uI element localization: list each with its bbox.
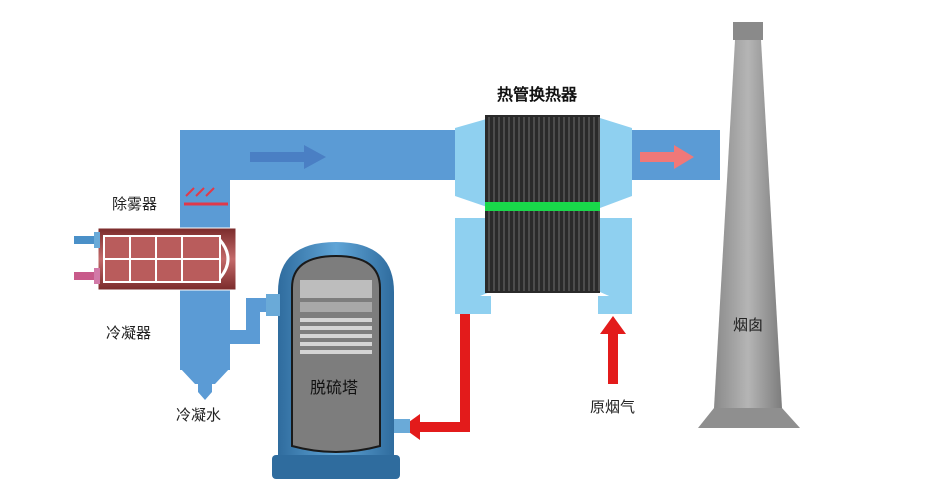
desulfurization-tower-label: 脱硫塔	[310, 378, 358, 397]
tower-tray	[300, 350, 372, 354]
tower-tray	[300, 318, 372, 322]
chimney-label: 烟囱	[733, 316, 763, 334]
tower-tray	[300, 326, 372, 330]
condenser	[74, 227, 237, 291]
tower-trays	[300, 318, 372, 354]
raw-flue-gas-label: 原烟气	[590, 398, 635, 416]
demister-mark	[184, 187, 228, 206]
desulfurization-tower	[266, 242, 410, 479]
hot-return-arrow	[402, 314, 470, 440]
flow-arrow-blue	[250, 145, 326, 169]
raw-flue-gas-arrow	[600, 316, 626, 384]
flue-duct	[180, 130, 720, 400]
heat-pipe-exchanger	[455, 115, 632, 314]
chimney	[698, 22, 800, 428]
flow-arrow-outlet	[640, 145, 694, 169]
heat-pipe-exchanger-label: 热管换热器	[497, 85, 578, 104]
condensate-water-label: 冷凝水	[176, 406, 221, 424]
tower-tray	[300, 342, 372, 346]
tower-tray	[300, 334, 372, 338]
condenser-label: 冷凝器	[106, 324, 151, 342]
demister-label: 除雾器	[112, 195, 157, 213]
